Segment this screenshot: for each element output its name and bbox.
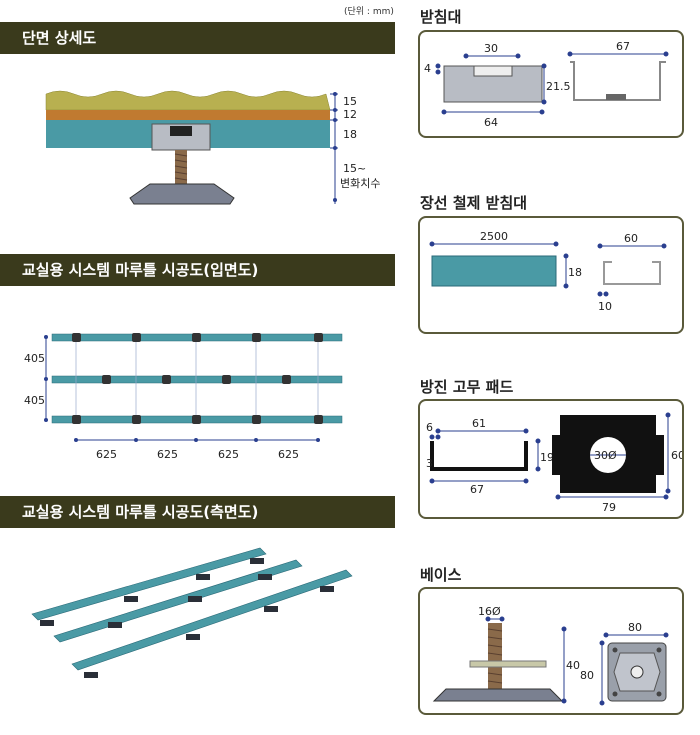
dim-pad-6: 6 [426,421,433,434]
plywood-layer [46,110,330,120]
dim-pad-19: 19 [540,451,554,464]
dim-support-4: 4 [424,62,431,75]
dim-steel-60: 60 [624,232,638,245]
steel-joist-body [431,255,557,287]
wood-finish-layer [45,90,331,111]
base-plate [129,183,235,205]
bracket-slot [170,126,192,136]
dim-support-30: 30 [484,42,498,55]
dim-row-405-b: 405 [24,394,45,407]
rubber-pad-drawing: 6 61 3 19 67 30Ø 60 79 [426,412,685,514]
base-drawing: 16Ø 40 80 80 [432,605,669,706]
dim-pad-60: 60 [671,449,682,462]
plan-view-drawing: 405 405 625 625 625 625 [24,333,343,461]
part-title-rubber-pad: 방진 고무 패드 [420,378,514,396]
part-title-steel-support: 장선 철제 받침대 [420,194,528,212]
dim-base-16: 16Ø [478,605,501,618]
dim-base-80-h: 80 [580,669,594,682]
dim-support-67: 67 [616,40,630,53]
dim-pad-79: 79 [602,501,616,514]
perspective-joist-3 [71,569,353,671]
dim-variable: 변화치수 [340,177,380,190]
steel-support-drawing: 2500 18 60 10 [429,230,667,313]
card-steel-support: 2500 18 60 10 [418,216,684,334]
dim-pad-30: 30Ø [594,449,617,462]
card-support: 30 4 21.5 64 67 [418,30,684,138]
dim-support-21-5: 21.5 [546,80,571,93]
dim-col-625-c: 625 [218,448,239,461]
part-title-support: 받침대 [420,8,462,26]
dim-col-625-a: 625 [96,448,117,461]
card-base: 16Ø 40 80 80 [418,587,684,715]
support-drawing: 30 4 21.5 64 67 [424,40,669,129]
joist-2 [51,375,343,384]
dim-pad-67: 67 [470,483,484,496]
unit-note: (단위 : mm) [344,7,394,17]
side-view-drawing [31,547,353,678]
card-rubber-pad: 6 61 3 19 67 30Ø 60 79 [418,399,685,519]
dim-12: 12 [343,108,357,121]
part-title-base: 베이스 [420,566,462,584]
dim-15-tilde: 15~ [343,162,366,175]
dim-col-625-d: 625 [278,448,299,461]
perspective-joist-1 [31,547,267,621]
dim-col-625-b: 625 [157,448,178,461]
section-bar-plan-view: 교실용 시스템 마루틀 시공도(입면도) [0,254,395,286]
dim-support-64: 64 [484,116,498,129]
dim-base-40: 40 [566,659,580,672]
base-bolt [488,623,502,693]
perspective-joist-2 [53,559,303,643]
dim-pad-61: 61 [472,417,486,430]
steel-profile [603,261,661,285]
dim-15: 15 [343,95,357,108]
dim-steel-10: 10 [598,300,612,313]
dim-steel-18: 18 [568,266,582,279]
cross-section-drawing: 15 12 18 15~ 변화치수 [45,90,380,205]
dim-18: 18 [343,128,357,141]
dim-base-80-w: 80 [628,621,642,634]
dim-pad-3: 3 [426,457,433,470]
section-bar-side-view: 교실용 시스템 마루틀 시공도(측면도) [0,496,395,528]
section-bar-cross-section: 단면 상세도 [0,22,395,54]
pad-profile [430,441,528,471]
dim-row-405-a: 405 [24,352,45,365]
dim-steel-2500: 2500 [480,230,508,243]
base-plate-side [432,688,564,702]
